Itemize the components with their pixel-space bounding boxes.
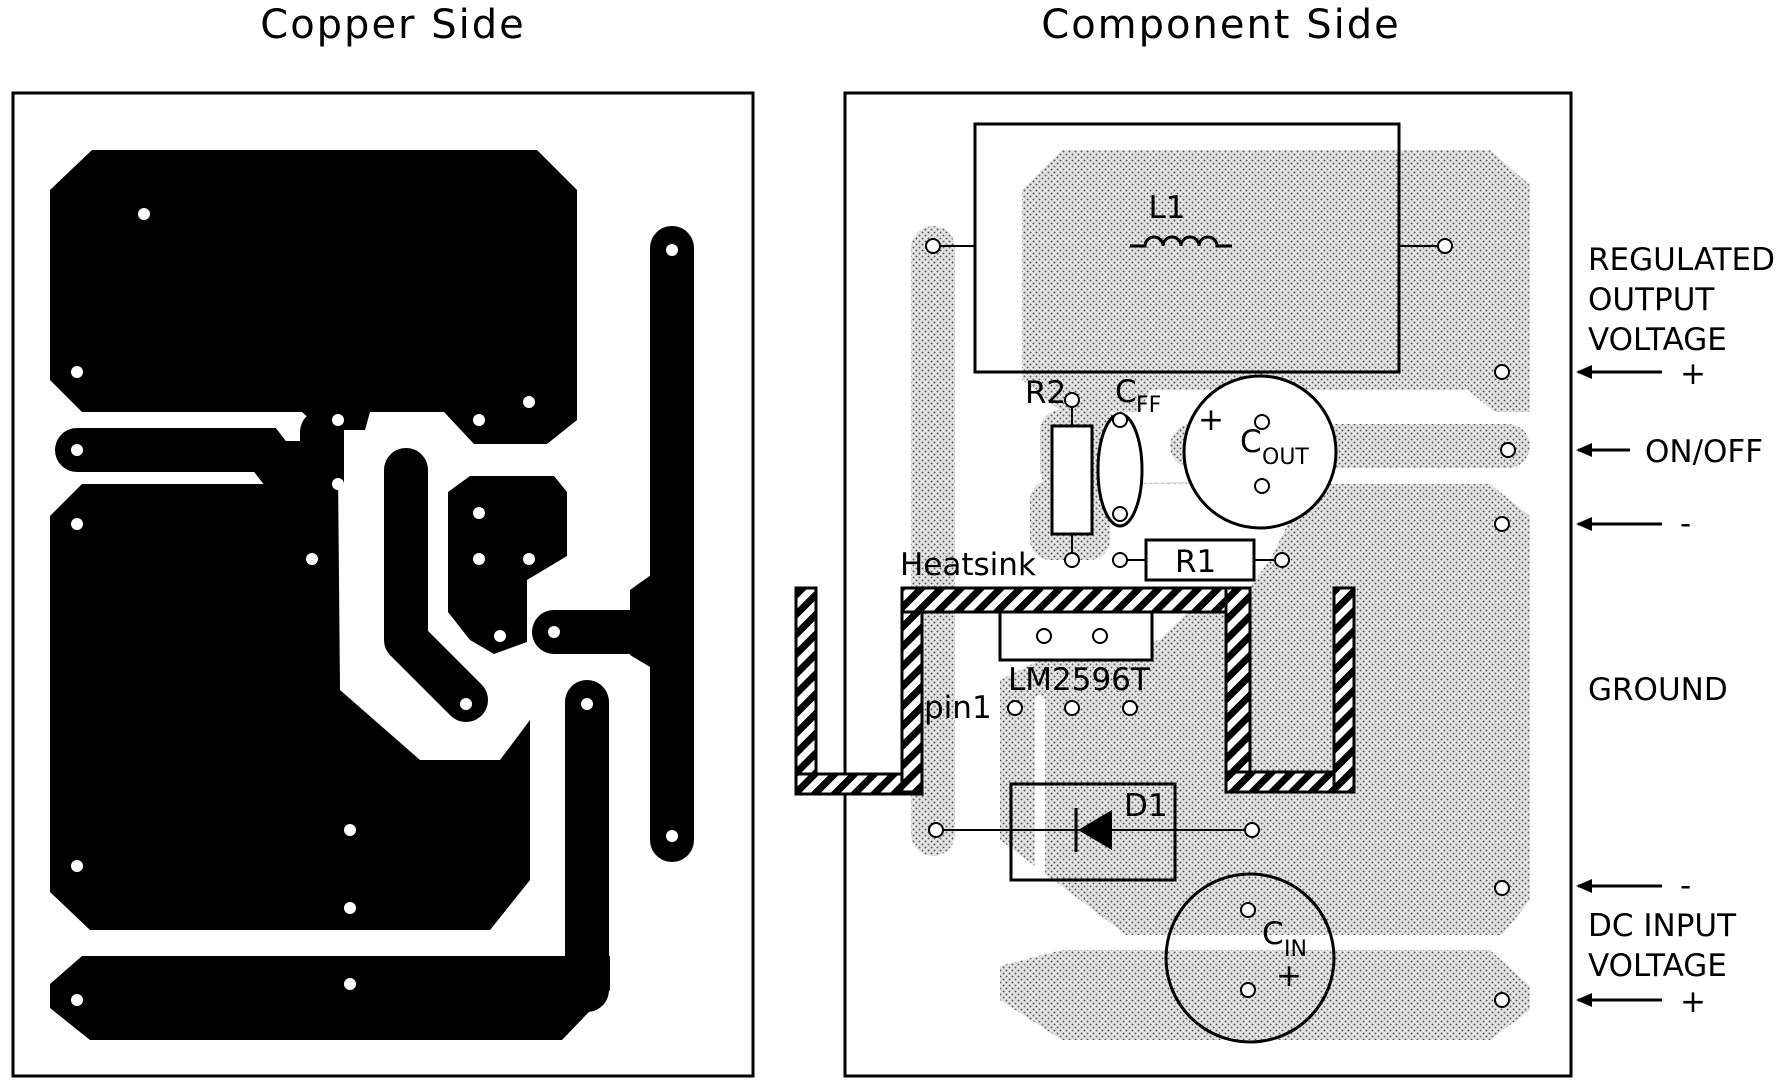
ic-tab-hole-1 (1036, 628, 1052, 644)
arrow-left-icon (1576, 365, 1662, 379)
ic-pin-1 (1007, 700, 1023, 716)
r2-body (1050, 424, 1094, 536)
cout-label: C (1240, 424, 1262, 460)
r1-body (1144, 538, 1256, 582)
dc-input-line-1: DC INPUT (1588, 908, 1737, 944)
component-side-title: Component Side (1041, 2, 1400, 48)
cff-label: C (1115, 374, 1137, 410)
l1-pad-right (1437, 238, 1453, 254)
copper-pour-middle (50, 467, 530, 930)
copper-board-outline (11, 91, 755, 1078)
cff-pad-bottom (1112, 506, 1128, 522)
arrow-left-icon (1576, 443, 1630, 457)
ic-pin-5 (1122, 700, 1138, 716)
reg-output-line-2: OUTPUT (1588, 282, 1715, 318)
l1-outline (973, 122, 1401, 374)
heatsink (794, 586, 1356, 796)
output-minus-sign: - (1680, 506, 1691, 542)
arrow-left-icon (1576, 517, 1662, 531)
copper-trace-inner (384, 448, 488, 722)
l1-label: L1 (1149, 190, 1186, 226)
arrow-left-icon (1576, 879, 1662, 893)
copper-pour-bottom (50, 956, 610, 1040)
cin-pad-plus (1240, 982, 1256, 998)
input-plus-sign: + (1680, 984, 1706, 1020)
r1-label: R1 (1175, 544, 1216, 580)
inductor-icon (1130, 235, 1232, 248)
heatsink-label: Heatsink (900, 547, 1036, 583)
cin-label: C (1262, 916, 1284, 952)
copper-t-web (630, 560, 672, 680)
polarity-plus-icon: + (1276, 958, 1302, 994)
copper-trace-onoff (55, 410, 344, 485)
ic-label: LM2596T (1008, 662, 1151, 698)
cin-body (1164, 872, 1336, 1044)
diode-icon (1074, 808, 1112, 852)
d1-outline (1009, 782, 1177, 882)
ic-pin-3 (1064, 700, 1080, 716)
r2-pad-bottom (1064, 552, 1080, 568)
pin1-label: pin1 (924, 690, 992, 726)
d1-label: D1 (1124, 788, 1168, 824)
cout-body (1182, 374, 1338, 530)
cff-label-sub: FF (1136, 393, 1161, 418)
copper-side-title: Copper Side (260, 2, 525, 48)
component-side-board: L1 R2 C FF + C OUT R1 Heatsink (794, 91, 1573, 1078)
l1-pad-left (925, 238, 941, 254)
edge-pads (1494, 364, 1516, 1008)
dc-input-line-2: VOLTAGE (1588, 948, 1727, 984)
cout-pad-minus (1254, 478, 1270, 494)
d1-pad-right (1244, 822, 1260, 838)
cff-pad-top (1112, 412, 1128, 428)
arrow-left-icon (1576, 993, 1662, 1007)
reg-output-line-1: REGULATED (1588, 242, 1775, 278)
side-labels: REGULATED OUTPUT VOLTAGE + ON/OFF - GROU… (1576, 242, 1775, 1020)
copper-drill-holes (71, 208, 678, 1006)
ground-label: GROUND (1588, 672, 1728, 708)
reg-output-line-3: VOLTAGE (1588, 322, 1727, 358)
r2-label: R2 (1025, 375, 1066, 411)
copper-island (448, 476, 567, 654)
input-minus-sign: - (1680, 868, 1691, 904)
on-off-label: ON/OFF (1645, 434, 1763, 470)
ic-tab-hole-2 (1092, 628, 1108, 644)
output-plus-sign: + (1680, 356, 1706, 392)
d1-pad-left (928, 822, 944, 838)
cin-pad-minus (1240, 902, 1256, 918)
cin-label-sub: IN (1284, 937, 1307, 962)
polarity-plus-icon: + (1198, 402, 1224, 438)
cout-pad-plus (1254, 414, 1270, 430)
r2-pad-top (1064, 392, 1080, 408)
copper-pour-top (50, 150, 577, 444)
component-board-outline (843, 91, 1573, 1078)
r1-pad-right (1274, 552, 1290, 568)
copper-side-board (11, 91, 755, 1078)
ic-body (998, 610, 1154, 662)
r1-pad-left (1112, 552, 1128, 568)
cout-label-sub: OUT (1262, 445, 1309, 470)
